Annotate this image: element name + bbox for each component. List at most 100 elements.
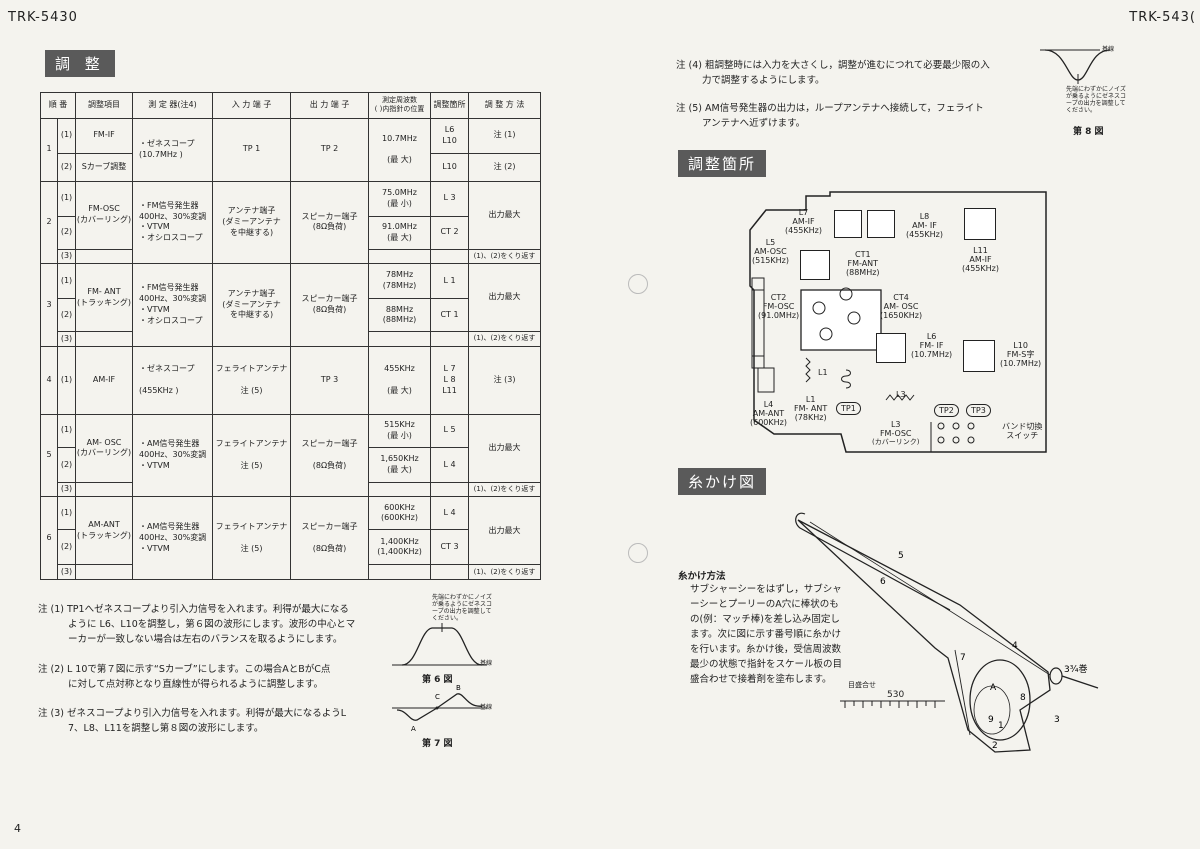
point-cell: L 5 xyxy=(430,413,470,448)
adjust-heading: 調 整 xyxy=(45,50,115,77)
fig7-point-c: C xyxy=(435,693,440,701)
cord-step-8: 8 xyxy=(1020,693,1026,703)
frequency-cell: 88MHz(88MHz) xyxy=(368,298,432,333)
row-number: 6 xyxy=(40,496,58,580)
method-cell: (1)、(2)をくり返す xyxy=(468,564,542,580)
sub-number: (1) xyxy=(56,263,77,300)
item-cell: AM-ANT(トラッキング) xyxy=(75,496,134,566)
tp1-terminal: TP1 xyxy=(836,402,861,415)
sub-number: (2) xyxy=(56,215,77,250)
item-cell: FM- ANT(トラッキング) xyxy=(75,263,134,333)
fig8-note: 先端にわずかにノイズが乗るようにゼネスコープの出力を調整してください。 xyxy=(1066,86,1127,114)
point-cell: L 1 xyxy=(430,263,470,300)
fig6-baseline-label: 基線 xyxy=(480,660,493,667)
frequency-cell: 1,400KHz(1,400KHz) xyxy=(368,529,432,566)
output-cell: スピーカー端子(8Ω負荷) xyxy=(290,180,370,265)
output-cell: スピーカー端子(8Ω負荷) xyxy=(290,263,370,347)
fig7-point-a: A xyxy=(411,725,416,732)
row-number: 1 xyxy=(40,117,58,182)
method-cell: (1)、(2)をくり返す xyxy=(468,248,542,265)
header-order: 順 番 xyxy=(39,92,77,119)
input-cell: フェライトアンテナ注 (5) xyxy=(212,496,292,580)
method-cell: 出力最大 xyxy=(468,413,542,483)
scale-value: 530 xyxy=(887,690,905,700)
fig6-note: 先端にわずかにノイズが乗るようにゼネスコープの出力を調整してください。 xyxy=(432,594,493,622)
binder-hole xyxy=(628,274,648,294)
label-l3: L3 xyxy=(896,390,906,399)
frequency-cell: 455KHz(最 大) xyxy=(368,345,432,415)
binder-hole xyxy=(628,543,648,563)
sub-number: (2) xyxy=(56,298,77,333)
point-cell: CT 3 xyxy=(430,529,470,566)
adjust-points-heading: 調整箇所 xyxy=(678,150,767,177)
band-switch-label: バンド切換スイッチ xyxy=(1002,422,1043,440)
sub-number: (3) xyxy=(56,331,77,347)
fig7-waveform: C B A xyxy=(392,684,487,732)
pcb-outline xyxy=(749,191,1047,453)
point-cell: CT 1 xyxy=(430,298,470,333)
input-cell: アンテナ端子(ダミーアンテナを中継する) xyxy=(212,180,292,265)
item-cell: AM-IF xyxy=(75,345,134,415)
sub-number: (1) xyxy=(56,345,77,415)
sub-number: (2) xyxy=(56,152,77,182)
method-cell: 注 (1) xyxy=(468,117,542,154)
pulley-hole-a: A xyxy=(990,683,997,693)
header-method: 調 整 方 法 xyxy=(468,92,542,119)
cord-step-1: 1 xyxy=(998,721,1004,731)
point-cell: CT 2 xyxy=(430,215,470,250)
note-3: 注 (3) ゼネスコープより引入力信号を入れます。利得が最大になるようL 7、L… xyxy=(38,708,347,734)
cord-step-7: 7 xyxy=(960,653,966,663)
frequency-cell: 1,650KHz(最 大) xyxy=(368,446,432,483)
cord-step-2: 2 xyxy=(992,741,998,751)
method-cell: 注 (3) xyxy=(468,345,542,415)
frequency-cell: 515KHz(最 小) xyxy=(368,413,432,448)
l8-coil xyxy=(867,210,895,238)
header-point: 調整箇所 xyxy=(430,92,470,119)
output-cell: スピーカー端子(8Ω負荷) xyxy=(290,496,370,580)
sub-number: (1) xyxy=(56,496,77,531)
row-number: 2 xyxy=(40,180,58,265)
l5-coil xyxy=(800,250,830,280)
dial-cord-diagram: 5 6 4 7 8 9 1 2 3 A 3¾巻 xyxy=(795,512,1099,753)
method-cell: 注 (2) xyxy=(468,152,542,182)
point-cell: L10 xyxy=(430,152,470,182)
frequency-cell: 10.7MHz(最 大) xyxy=(368,117,432,182)
note-1: 注 (1) TP1へゼネスコープより引入力信号を入れます。利得が最大になる よう… xyxy=(38,604,356,645)
scale-alignment-label: 目盛合せ xyxy=(848,681,876,689)
sub-number: (2) xyxy=(56,529,77,566)
sub-number: (3) xyxy=(56,481,77,498)
fig7-point-b: B xyxy=(456,684,461,692)
sub-number: (1) xyxy=(56,117,77,154)
l10-coil xyxy=(963,340,995,372)
header-item: 調整項目 xyxy=(75,92,134,119)
item-cell: AM- OSC(カバーリング) xyxy=(75,413,134,483)
model-number-right: TRK-543( xyxy=(1129,10,1196,25)
method-cell: 出力最大 xyxy=(468,263,542,333)
cord-turns: 3¾巻 xyxy=(1064,663,1087,675)
fig8-waveform xyxy=(1040,49,1111,84)
note-4: 注 (4) 粗調整時には入力を大さくし，調整が進むにつれて必要最少限の入 力で調… xyxy=(676,60,990,86)
label-l1: L1 xyxy=(818,368,828,377)
frequency-cell: 78MHz(78MHz) xyxy=(368,263,432,300)
header-frequency: 測定周波数 ( )内指針の位置 xyxy=(368,92,432,119)
fig8-caption: 第 8 図 xyxy=(1073,127,1104,137)
frequency-cell: 75.0MHz(最 小) xyxy=(368,180,432,217)
header-output: 出 力 端 子 xyxy=(290,92,370,119)
sub-number: (2) xyxy=(56,446,77,483)
cord-step-9: 9 xyxy=(988,715,994,725)
row-number: 5 xyxy=(40,413,58,498)
cord-step-3: 3 xyxy=(1054,715,1060,725)
header-input: 入 力 端 子 xyxy=(212,92,292,119)
row-number: 3 xyxy=(40,263,58,347)
l6-coil xyxy=(876,333,906,363)
method-cell: (1)、(2)をくり返す xyxy=(468,481,542,498)
